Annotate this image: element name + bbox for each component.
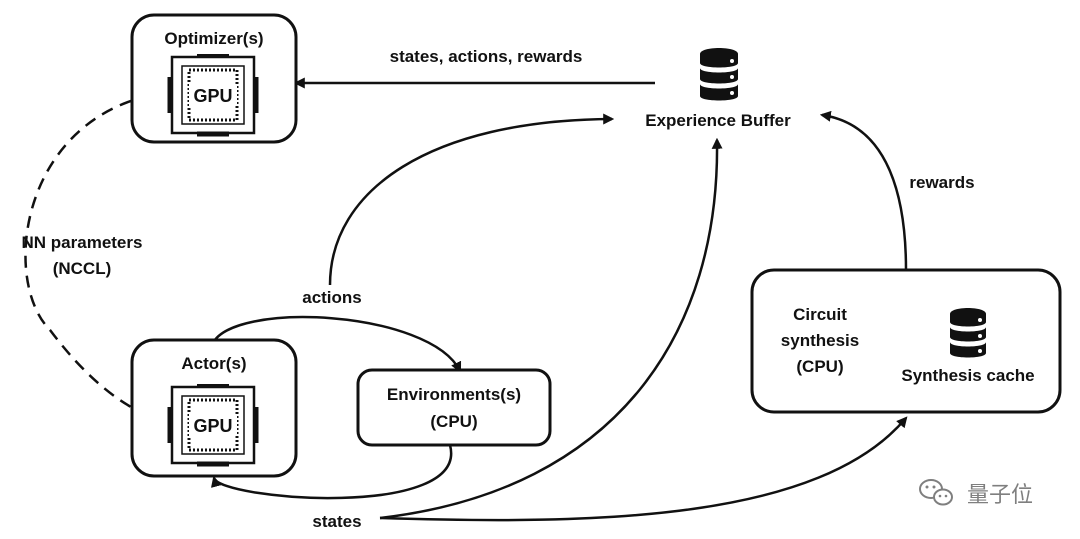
- actor-title: Actor(s): [181, 354, 246, 373]
- edge-states-to-buffer: [379, 137, 723, 520]
- edge-label-nccl: (NCCL): [53, 259, 112, 278]
- synthesis-cache-label: Synthesis cache: [901, 366, 1034, 385]
- optimizer-node: Optimizer(s) GPU: [130, 13, 298, 144]
- environment-line2: (CPU): [430, 412, 477, 431]
- edge-label-states-actions-rewards: states, actions, rewards: [390, 47, 583, 66]
- edge-label-nn-parameters: NN parameters: [22, 233, 143, 252]
- edge-label-rewards: rewards: [909, 173, 974, 192]
- optimizer-title: Optimizer(s): [164, 29, 263, 48]
- synthesis-line1: Circuit: [793, 305, 847, 324]
- edge-actions-to-environment: [210, 315, 462, 373]
- edge-actions-to-buffer: [328, 113, 615, 286]
- environment-line1: Environments(s): [387, 385, 521, 404]
- optimizer-chip-label: GPU: [193, 86, 232, 106]
- edge-states-to-synthesis: [379, 416, 908, 522]
- experience-buffer: Experience Buffer: [645, 48, 791, 130]
- edge-label-actions: actions: [302, 288, 362, 307]
- wechat-icon: [919, 479, 953, 506]
- synthesis-line3: (CPU): [796, 357, 843, 376]
- gpu-chip-icon: GPU: [167, 384, 259, 467]
- edge-environment-to-actor: [211, 444, 453, 500]
- database-icon: [950, 308, 986, 358]
- synthesis-line2: synthesis: [781, 331, 859, 350]
- synthesis-node: Circuit synthesis (CPU) Synthesis cache: [750, 268, 1062, 414]
- actor-node: Actor(s) GPU: [130, 338, 298, 478]
- watermark: 量子位: [919, 479, 1033, 508]
- watermark-text: 量子位: [967, 483, 1033, 508]
- gpu-chip-icon: GPU: [167, 54, 259, 137]
- environment-node: Environments(s) (CPU): [356, 368, 552, 447]
- actor-chip-label: GPU: [193, 416, 232, 436]
- buffer-label: Experience Buffer: [645, 111, 791, 130]
- edge-synthesis-to-buffer: [819, 110, 908, 271]
- edge-nn-parameters: [24, 90, 171, 426]
- edge-label-states: states: [312, 512, 361, 531]
- database-icon: [700, 48, 738, 101]
